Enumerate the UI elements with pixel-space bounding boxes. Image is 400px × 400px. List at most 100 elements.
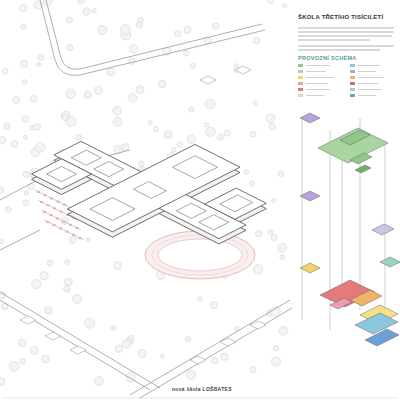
road-lines bbox=[0, 0, 292, 398]
tree bbox=[24, 191, 28, 195]
tree bbox=[9, 361, 19, 371]
tree bbox=[136, 86, 144, 94]
tree bbox=[177, 142, 183, 148]
tree bbox=[213, 23, 219, 29]
tree bbox=[19, 339, 27, 347]
tree bbox=[30, 347, 38, 355]
tree bbox=[0, 137, 6, 145]
tree bbox=[66, 17, 72, 23]
tree bbox=[83, 8, 91, 16]
tree bbox=[64, 286, 70, 292]
tree bbox=[273, 346, 278, 351]
tree bbox=[107, 68, 115, 76]
car bbox=[44, 194, 47, 196]
tree bbox=[249, 181, 254, 186]
tree bbox=[280, 255, 285, 260]
tree bbox=[0, 187, 3, 194]
tree bbox=[164, 131, 172, 139]
body-text-lines bbox=[298, 28, 394, 50]
tree bbox=[11, 141, 18, 148]
tree bbox=[205, 99, 215, 109]
sports-track bbox=[145, 231, 255, 279]
tree bbox=[42, 355, 50, 363]
car bbox=[53, 224, 56, 226]
tree bbox=[256, 231, 262, 237]
tree bbox=[175, 31, 181, 37]
tree bbox=[45, 307, 52, 314]
tree bbox=[113, 117, 122, 126]
board-title: ŠKOLA TŘETÍHO TISÍCILETÍ bbox=[298, 14, 383, 20]
car bbox=[72, 234, 75, 236]
tree bbox=[23, 200, 28, 205]
tree bbox=[21, 60, 28, 67]
car bbox=[46, 221, 49, 223]
tree bbox=[67, 45, 73, 51]
tree bbox=[266, 114, 275, 123]
tree bbox=[36, 143, 46, 153]
tree bbox=[253, 38, 259, 44]
car bbox=[57, 201, 60, 203]
tree bbox=[250, 367, 256, 373]
car bbox=[40, 201, 43, 203]
car bbox=[66, 231, 69, 233]
tree bbox=[271, 199, 275, 203]
tree bbox=[183, 50, 188, 55]
school-building bbox=[2, 114, 305, 268]
tree bbox=[86, 238, 90, 242]
scheme-floor-plates bbox=[300, 113, 400, 346]
car bbox=[76, 227, 79, 229]
tree bbox=[186, 336, 191, 341]
legend-swatches bbox=[298, 64, 355, 97]
tree bbox=[85, 318, 95, 328]
car bbox=[79, 237, 82, 239]
tree bbox=[31, 96, 38, 103]
car bbox=[50, 197, 53, 199]
tree bbox=[271, 357, 280, 366]
car bbox=[43, 211, 46, 213]
houses bbox=[20, 66, 266, 364]
tree bbox=[159, 80, 167, 88]
tree bbox=[136, 22, 142, 28]
tree bbox=[138, 350, 146, 358]
tree bbox=[153, 126, 158, 131]
tree bbox=[94, 377, 103, 386]
tree bbox=[6, 207, 12, 213]
tree bbox=[122, 340, 130, 348]
tree bbox=[113, 107, 122, 116]
tree bbox=[278, 243, 287, 252]
tree bbox=[23, 171, 29, 177]
tree bbox=[217, 134, 223, 140]
car bbox=[63, 204, 66, 206]
tree bbox=[269, 123, 276, 130]
tree bbox=[205, 123, 209, 127]
tree bbox=[190, 63, 195, 68]
tree bbox=[47, 260, 53, 266]
tree-texture bbox=[0, 0, 288, 386]
tree bbox=[122, 144, 129, 151]
tree bbox=[172, 148, 177, 153]
tree bbox=[268, 0, 274, 4]
car bbox=[56, 217, 59, 219]
tree bbox=[268, 230, 273, 235]
tree bbox=[271, 307, 281, 317]
tree bbox=[20, 5, 27, 12]
tree bbox=[121, 25, 131, 35]
tree bbox=[65, 278, 73, 286]
tree bbox=[160, 354, 164, 358]
car bbox=[69, 224, 72, 226]
tree bbox=[13, 97, 20, 104]
tree bbox=[73, 294, 82, 303]
tree bbox=[111, 326, 116, 331]
car bbox=[53, 207, 56, 209]
tree bbox=[129, 44, 138, 53]
tree bbox=[251, 132, 256, 137]
tree bbox=[212, 357, 219, 364]
tree bbox=[22, 80, 27, 85]
car bbox=[63, 221, 66, 223]
tree bbox=[129, 58, 136, 65]
tree bbox=[187, 135, 195, 143]
tree bbox=[76, 135, 82, 141]
tree bbox=[254, 265, 263, 274]
tree bbox=[114, 262, 122, 270]
tree bbox=[23, 135, 27, 139]
